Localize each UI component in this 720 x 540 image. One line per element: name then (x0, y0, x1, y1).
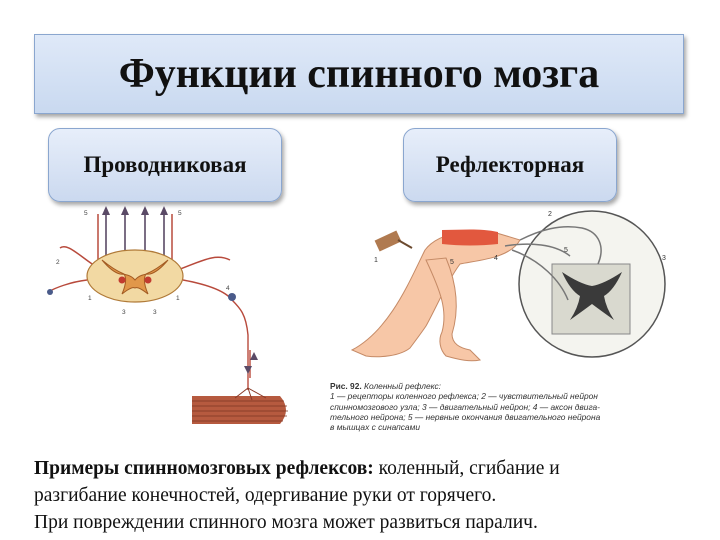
reflex-label-5: 5 (450, 259, 454, 266)
label-5-right: 5 (178, 210, 182, 217)
label-3-right: 3 (153, 309, 157, 316)
caption-line: тельного нейрона; 5 — нервные окончания … (330, 411, 601, 422)
caption-title: Коленный рефлекс: (364, 381, 441, 391)
reflex-label-3: 3 (662, 255, 666, 262)
function-box-reflex: Рефлекторная (403, 128, 617, 202)
label-1-right: 1 (176, 295, 180, 302)
label-4: 4 (226, 285, 230, 292)
description-line3: При повреждении спинного мозга может раз… (34, 512, 538, 533)
reflex-hammer-icon (374, 230, 413, 252)
label-3-left: 3 (122, 309, 126, 316)
label-1-left: 1 (88, 295, 92, 302)
knee-reflex-figure: 1 2 3 4 5 5 (350, 210, 666, 362)
description-text: Примеры спинномозговых рефлексов: коленн… (34, 455, 694, 536)
caption-line: спинномозгового узла; 3 — двигательный н… (330, 401, 600, 412)
reflex-label-1: 1 (374, 257, 378, 264)
grey-matter-butterfly (562, 272, 622, 320)
description-lead: Примеры спинномозговых рефлексов: (34, 458, 374, 479)
description-line1: коленный, сгибание и (373, 458, 560, 479)
muscle-fibers (192, 387, 288, 424)
label-2: 2 (56, 259, 60, 266)
reflex-label-2: 2 (548, 211, 552, 218)
leg-illustration (350, 229, 521, 362)
reflex-label-5-cord: 5 (564, 247, 568, 254)
page-title: Функции спинного мозга (34, 34, 684, 114)
label-5-left: 5 (84, 210, 88, 217)
caption-line: 1 — рецепторы коленного рефлекса; 2 — чу… (330, 391, 598, 402)
reflex-label-4: 4 (494, 255, 498, 262)
caption-head: Рис. 92. (330, 381, 362, 391)
caption-line: в мышцах с синапсами (330, 422, 420, 433)
function-label-reflex: Рефлекторная (435, 152, 585, 177)
function-label-conductive: Проводниковая (83, 152, 247, 177)
function-box-conductive: Проводниковая (48, 128, 282, 202)
description-line2: разгибание конечностей, одергивание руки… (34, 485, 497, 506)
spinal-cord-pathways-figure: 5 5 2 1 1 3 3 4 (47, 206, 288, 424)
grey-matter (101, 259, 169, 295)
spinal-cord-section (86, 249, 184, 303)
figure-caption: Рис. 92. Коленный рефлекс: 1 — рецепторы… (330, 381, 675, 432)
